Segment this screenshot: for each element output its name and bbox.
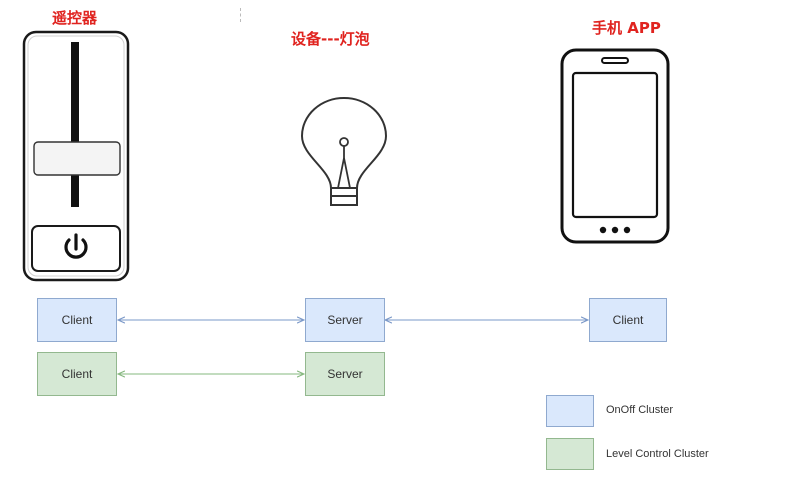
legend-onoff-swatch [546,395,594,427]
legend-onoff-label: OnOff Cluster [606,404,674,416]
onoff-client-right: Client [589,298,667,342]
onoff-server: Server [305,298,385,342]
level-server: Server [305,352,385,396]
remote-control-icon [22,30,130,282]
legend-level-swatch [546,438,594,470]
divider-mark [240,8,241,22]
light-bulb-icon [300,97,388,206]
phone-title: 手机 APP [592,19,661,37]
legend-level-label: Level Control Cluster [606,448,709,460]
remote-title: 遥控器 [52,9,98,27]
smartphone-icon [560,48,670,244]
bulb-title: 设备---灯泡 [291,30,370,48]
level-client: Client [37,352,117,396]
power-icon[interactable] [64,233,88,259]
onoff-client-left: Client [37,298,117,342]
